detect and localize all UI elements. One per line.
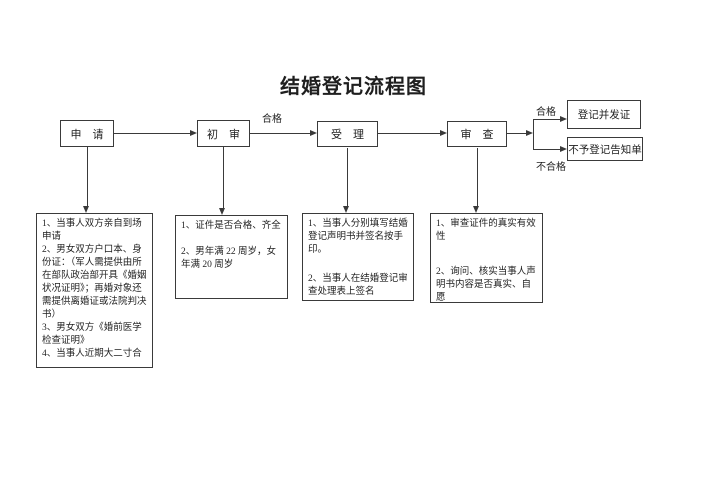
arrowhead-into-detail-apply-icon bbox=[83, 206, 89, 213]
connector-accept-to-review bbox=[378, 133, 441, 134]
outcome-reject-notice-box: 不予登记告知单 bbox=[567, 137, 643, 161]
arrowhead-into-accept-icon bbox=[310, 130, 317, 136]
connector-apply-to-initial bbox=[114, 133, 191, 134]
connector-accept-to-detail bbox=[347, 148, 348, 206]
flow-step-apply-label: 申 请 bbox=[70, 128, 104, 141]
connector-review-to-split bbox=[507, 133, 527, 134]
flow-step-accept: 受 理 bbox=[317, 121, 378, 147]
edge-label-fail-final: 不合格 bbox=[536, 162, 566, 173]
detail-item: 2、询问、核实当事人声明书内容是否真实、自愿 bbox=[436, 267, 536, 303]
page-title: 结婚登记流程图 bbox=[280, 76, 427, 98]
flow-step-initial-review: 初 审 bbox=[197, 120, 250, 147]
flow-step-accept-label: 受 理 bbox=[331, 129, 364, 141]
detail-box-review: 1、审查证件的真实有效性 2、询问、核实当事人声明书内容是否真实、自愿 bbox=[430, 213, 543, 303]
detail-box-apply: 1、当事人双方亲自到场申请 2、男女双方户口本、身份证：（军人需提供由所在部队政… bbox=[36, 213, 153, 368]
arrowhead-into-register-icon bbox=[560, 116, 567, 122]
arrowhead-into-detail-review-icon bbox=[473, 206, 479, 213]
arrowhead-into-detail-accept-icon bbox=[343, 206, 349, 213]
detail-item: 4、当事人近期大二寸合 bbox=[42, 349, 142, 359]
edge-label-pass-initial: 合格 bbox=[262, 114, 282, 125]
connector-review-to-detail bbox=[477, 148, 478, 206]
outcome-register-label: 登记并发证 bbox=[577, 110, 631, 121]
connector-split-to-register bbox=[533, 119, 561, 120]
detail-item: 2、男年满 22 周岁，女年满 20 周岁 bbox=[181, 247, 277, 270]
edge-label-pass-final: 合格 bbox=[536, 107, 556, 118]
outcome-reject-notice-label: 不予登记告知单 bbox=[568, 144, 642, 156]
connector-apply-to-detail bbox=[87, 147, 88, 206]
arrowhead-into-review-icon bbox=[440, 130, 447, 136]
detail-item: 2、当事人在结婚登记审查处理表上签名 bbox=[308, 274, 408, 297]
arrowhead-into-detail-initial-icon bbox=[219, 208, 225, 215]
connector-split-to-reject bbox=[533, 149, 561, 150]
detail-item: 1、当事人双方亲自到场申请 bbox=[42, 219, 142, 242]
arrowhead-into-reject-icon bbox=[560, 146, 567, 152]
detail-item: 1、审查证件的真实有效性 bbox=[436, 219, 536, 242]
flow-step-initial-review-label: 初 审 bbox=[207, 128, 240, 141]
arrowhead-into-initial-review-icon bbox=[190, 130, 197, 136]
detail-box-initial-review: 1、证件是否合格、齐全 2、男年满 22 周岁，女年满 20 周岁 bbox=[175, 215, 288, 299]
flow-step-review: 审 查 bbox=[447, 121, 507, 147]
detail-item: 3、男女双方《婚前医学检查证明》 bbox=[42, 323, 142, 346]
detail-box-accept: 1、当事人分别填写结婚登记声明书并签名按手印。 2、当事人在结婚登记审查处理表上… bbox=[302, 213, 414, 301]
detail-item: 1、当事人分别填写结婚登记声明书并签名按手印。 bbox=[308, 219, 408, 255]
detail-item: 1、证件是否合格、齐全 bbox=[181, 221, 281, 231]
connector-initial-to-accept bbox=[250, 133, 311, 134]
flow-step-review-label: 审 查 bbox=[460, 129, 494, 141]
flow-step-apply: 申 请 bbox=[60, 120, 114, 147]
detail-item: 2、男女双方户口本、身份证：（军人需提供由所在部队政治部开具《婚姻状况证明》；再… bbox=[42, 245, 147, 320]
connector-initial-to-detail bbox=[223, 147, 224, 208]
outcome-register-box: 登记并发证 bbox=[567, 100, 641, 129]
arrowhead-into-split-icon bbox=[526, 130, 533, 136]
connector-split-vertical bbox=[533, 119, 534, 150]
